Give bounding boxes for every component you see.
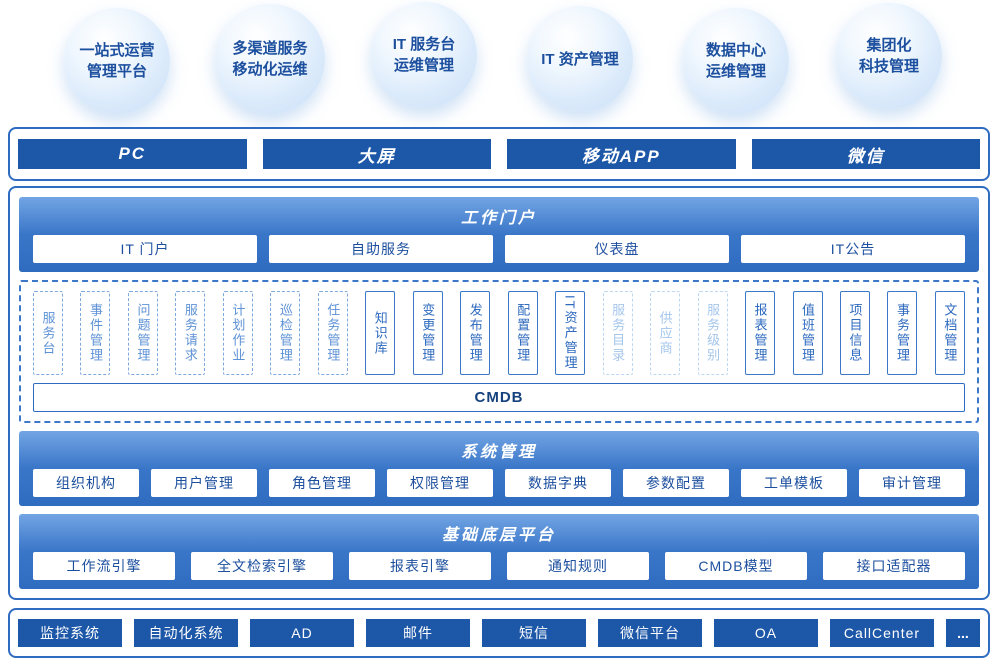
modules-section: 服务台 事件管理 问题管理 服务请求 计划作业 巡检管理 任务管理 知识库 变更…	[19, 280, 979, 423]
sys-permission-mgmt: 权限管理	[387, 469, 493, 497]
portal-title: 工作门户	[460, 210, 537, 227]
bubble-it-service-desk: IT 服务台 运维管理	[371, 2, 477, 108]
module-supplier: 供应商	[650, 291, 681, 375]
int-automation-system: 自动化系统	[134, 619, 238, 647]
bubble-data-center-ops: 数据中心 运维管理	[683, 8, 789, 114]
module-service-catalog: 服务目录	[602, 291, 633, 375]
channel-pc: PC	[18, 139, 247, 169]
sys-role-mgmt: 角色管理	[269, 469, 375, 497]
portal-self-service: 自助服务	[269, 235, 493, 263]
int-monitoring-system: 监控系统	[18, 619, 122, 647]
int-oa: OA	[714, 619, 818, 647]
modules-row: 服务台 事件管理 问题管理 服务请求 计划作业 巡检管理 任务管理 知识库 变更…	[33, 291, 965, 375]
base-interface-adapter: 接口适配器	[823, 552, 965, 580]
base-cmdb-model: CMDB模型	[665, 552, 807, 580]
module-document-mgmt: 文档管理	[934, 291, 965, 375]
base-fulltext-search-engine: 全文检索引擎	[191, 552, 333, 580]
module-it-asset-mgmt: IT资产管理	[555, 291, 586, 375]
portal-it-announcement: IT公告	[741, 235, 965, 263]
cmdb-bar: CMDB	[33, 383, 965, 412]
portal-it-portal: IT 门户	[33, 235, 257, 263]
portal-section: 工作门户 IT 门户 自助服务 仪表盘 IT公告	[19, 197, 979, 272]
module-service-desk: 服务台	[33, 291, 63, 375]
module-knowledge-base: 知识库	[365, 291, 396, 375]
portal-dashboard: 仪表盘	[505, 235, 729, 263]
int-more: ...	[946, 619, 980, 647]
sys-audit-mgmt: 审计管理	[859, 469, 965, 497]
bubble-group-tech-management: 集团化 科技管理	[836, 3, 942, 109]
base-workflow-engine: 工作流引擎	[33, 552, 175, 580]
module-config-mgmt: 配置管理	[507, 291, 538, 375]
sys-organization: 组织机构	[33, 469, 139, 497]
sys-ticket-template: 工单模板	[741, 469, 847, 497]
channel-wechat: 微信	[751, 139, 980, 169]
module-inspection-mgmt: 巡检管理	[270, 291, 301, 375]
sys-parameter-config: 参数配置	[623, 469, 729, 497]
module-task-mgmt: 任务管理	[317, 291, 348, 375]
channels-bar: PC 大屏 移动APP 微信	[8, 127, 990, 181]
module-affair-mgmt: 事务管理	[887, 291, 918, 375]
int-callcenter: CallCenter	[830, 619, 934, 647]
system-section: 系统管理 组织机构 用户管理 角色管理 权限管理 数据字典 参数配置 工单模板 …	[19, 431, 979, 506]
module-planned-job: 计划作业	[222, 291, 253, 375]
int-ad: AD	[250, 619, 354, 647]
module-change-mgmt: 变更管理	[412, 291, 443, 375]
module-duty-mgmt: 值班管理	[792, 291, 823, 375]
sys-data-dictionary: 数据字典	[505, 469, 611, 497]
channel-mobile-app: 移动APP	[507, 139, 736, 169]
platform-container: 工作门户 IT 门户 自助服务 仪表盘 IT公告 服务台 事件管理 问题管理 服…	[8, 186, 990, 600]
module-service-level: 服务级别	[697, 291, 728, 375]
channel-big-screen: 大屏	[262, 139, 491, 169]
module-service-request: 服务请求	[175, 291, 206, 375]
int-sms: 短信	[482, 619, 586, 647]
bubble-multi-channel-ops: 多渠道服务 移动化运维	[215, 4, 325, 114]
int-wechat-platform: 微信平台	[598, 619, 702, 647]
module-problem-mgmt: 问题管理	[127, 291, 158, 375]
bubble-it-asset-management: IT 资产管理	[527, 6, 633, 112]
system-title: 系统管理	[460, 444, 537, 461]
integrations-bar: 监控系统 自动化系统 AD 邮件 短信 微信平台 OA CallCenter .…	[8, 608, 990, 658]
base-section: 基础底层平台 工作流引擎 全文检索引擎 报表引擎 通知规则 CMDB模型 接口适…	[19, 514, 979, 589]
module-report-mgmt: 报表管理	[745, 291, 776, 375]
base-notification-rule: 通知规则	[507, 552, 649, 580]
bubble-one-stop-operation: 一站式运营 管理平台	[64, 8, 170, 114]
base-report-engine: 报表引擎	[349, 552, 491, 580]
base-title: 基础底层平台	[441, 527, 556, 544]
sys-user-mgmt: 用户管理	[151, 469, 257, 497]
int-mail: 邮件	[366, 619, 470, 647]
module-release-mgmt: 发布管理	[460, 291, 491, 375]
module-incident-mgmt: 事件管理	[80, 291, 111, 375]
module-project-info: 项目信息	[839, 291, 870, 375]
